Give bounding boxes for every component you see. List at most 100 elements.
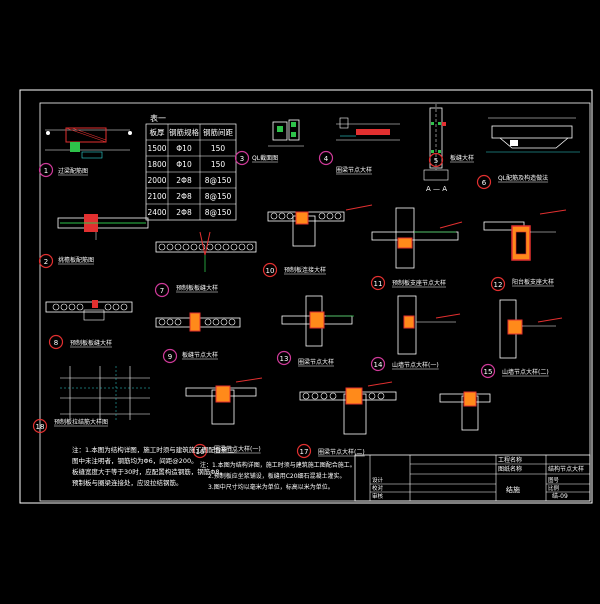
detail-2	[57, 214, 149, 240]
detail-number-circle	[490, 276, 506, 292]
detail-number-circle	[318, 150, 334, 166]
table-cell: 2400	[147, 208, 166, 217]
table-cell: 1500	[147, 144, 166, 153]
notes-left: 注：1.本图为结构详图，施工时须与建筑施工图配合施工。 图中未注明者，钢筋均为Φ…	[72, 445, 241, 487]
detail-number-circle	[38, 162, 54, 178]
detail-number-circle	[48, 334, 64, 350]
detail-12	[483, 209, 567, 261]
detail-number: 2	[44, 258, 48, 266]
detail-number: 12	[494, 281, 503, 289]
table-cell: 2Φ8	[176, 208, 192, 217]
detail-17	[299, 381, 397, 435]
table-cell: 1800	[147, 160, 166, 169]
slab-hole	[158, 318, 166, 326]
slab-hole	[311, 392, 319, 400]
detail-title: 挑檐板配筋图	[58, 256, 94, 264]
detail-number: 5	[434, 157, 438, 165]
slab-hole	[76, 303, 84, 311]
detail-14	[397, 295, 461, 355]
detail-5: A — A	[423, 104, 449, 193]
slab-hole	[230, 243, 238, 251]
detail-number-circle	[234, 150, 250, 166]
detail-number-circle	[32, 418, 48, 434]
slab-hole	[326, 212, 334, 220]
detail-10	[267, 204, 373, 247]
slab-hole	[270, 212, 278, 220]
slab-hole	[368, 392, 376, 400]
note-line: 板缝宽度大于等于30时，应配置构造钢筋，钢筋Φ8。	[72, 467, 226, 476]
slab-hole	[212, 318, 220, 326]
detail-title: 预制板板缝大样	[176, 284, 218, 292]
detail-3	[268, 119, 304, 147]
detail-number-circle	[428, 152, 444, 168]
slab-hole	[190, 243, 198, 251]
slab-hole	[302, 392, 310, 400]
slab-hole	[166, 243, 174, 251]
detail-number: 8	[54, 339, 58, 347]
detail-number: 13	[280, 355, 289, 363]
slab-hole	[320, 392, 328, 400]
slab-hole	[228, 318, 236, 326]
detail-16	[185, 377, 263, 425]
slab-hole	[198, 243, 206, 251]
detail-title: QL配筋及构造做法	[498, 174, 548, 182]
detail-8	[45, 300, 133, 321]
detail-number: 17	[300, 448, 309, 456]
slab-hole	[222, 243, 230, 251]
table-caption: 表一	[150, 113, 166, 123]
detail-number-circle	[162, 348, 178, 364]
detail-number-circle	[192, 443, 208, 459]
note-line: 图中未注明者，钢筋均为Φ6，间距@200。	[72, 456, 198, 465]
table-cell: Φ10	[176, 160, 192, 169]
detail-title: 山墙节点大样(一)	[392, 361, 439, 369]
slab-hole	[166, 318, 174, 326]
slab-hole	[120, 303, 128, 311]
slab-hole	[204, 318, 212, 326]
detail-right-lower	[439, 391, 491, 431]
project-label: 工程名称	[498, 456, 522, 464]
detail-number: 11	[374, 280, 383, 288]
detail-number: 6	[482, 179, 487, 187]
detail-6	[486, 117, 580, 153]
slab-hole	[104, 303, 112, 311]
slab-hole	[318, 212, 326, 220]
inner-frame	[39, 102, 591, 502]
slab-hole	[174, 318, 182, 326]
detail-number: 7	[160, 287, 164, 295]
table-cell: 2Φ8	[176, 176, 192, 185]
note-line: 注：1.本图为结构详图，施工时须与建筑施工图配合施工。	[72, 445, 241, 454]
table-cell: 2000	[147, 176, 166, 185]
detail-title: 板缝节点大样	[182, 351, 218, 359]
detail-15	[499, 299, 563, 359]
detail-title: 圈梁节点大样	[298, 358, 334, 366]
detail-9	[155, 312, 241, 332]
detail-7	[155, 231, 257, 272]
detail-title: 板缝大样	[450, 154, 474, 162]
detail-number-circle	[370, 356, 386, 372]
detail-title: 圈梁节点大样(一)	[214, 445, 261, 453]
outer-frame	[19, 89, 593, 504]
detail-title: 阳台板支座大样	[512, 278, 554, 286]
detail-title: 山墙节点大样(二)	[502, 368, 549, 376]
table-cell: 8@150	[205, 208, 232, 217]
right-label: 结施	[506, 485, 520, 494]
slab-hole	[174, 243, 182, 251]
table-cell: 150	[211, 144, 226, 153]
slab-hole	[214, 243, 222, 251]
detail-1	[45, 127, 132, 159]
detail-number: 4	[324, 155, 329, 163]
detail-title: QL截面图	[252, 154, 278, 162]
table-cell: 8@150	[205, 192, 232, 201]
detail-18	[60, 366, 150, 420]
detail-title: 预制板拉结筋大样图	[54, 418, 108, 426]
table-header-cell: 板厚	[150, 127, 165, 137]
detail-number: 1	[44, 167, 48, 175]
detail-11	[371, 207, 463, 269]
detail-number: 3	[240, 155, 244, 163]
table-cell: 2Φ8	[176, 192, 192, 201]
detail-title: 预制板板缝大样	[70, 339, 112, 347]
detail-number-circle	[38, 253, 54, 269]
